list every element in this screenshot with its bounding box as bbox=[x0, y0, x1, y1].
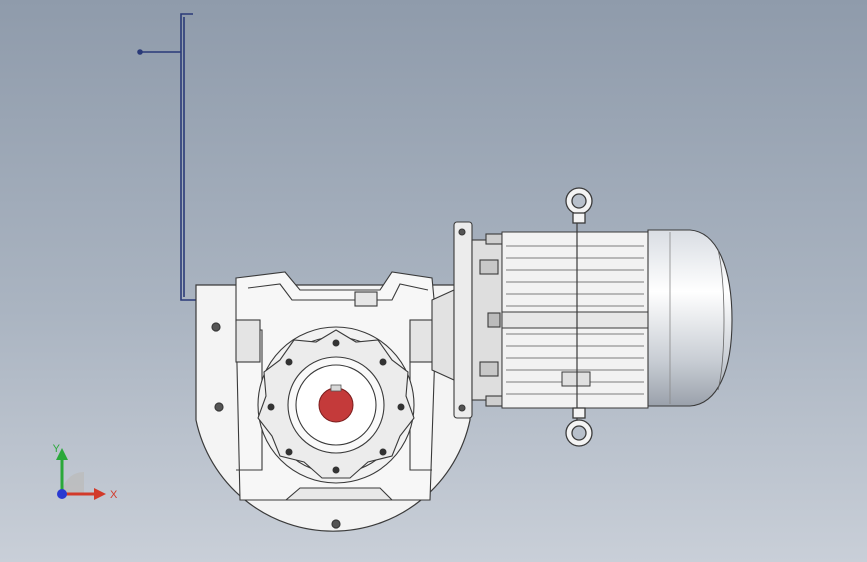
x-axis-label: X bbox=[110, 489, 118, 501]
output-shaft[interactable] bbox=[318, 384, 354, 423]
motor-flange[interactable] bbox=[431, 221, 503, 419]
y-axis-label: Y bbox=[53, 443, 61, 455]
lifting-eye-top[interactable] bbox=[565, 187, 593, 224]
fan-cover[interactable] bbox=[647, 229, 733, 407]
motor-body[interactable] bbox=[501, 214, 658, 426]
wire-bracket[interactable] bbox=[137, 13, 196, 301]
lifting-eye-bottom[interactable] bbox=[565, 407, 593, 447]
z-axis-icon bbox=[57, 489, 67, 499]
orientation-triad: Y X bbox=[53, 443, 118, 501]
